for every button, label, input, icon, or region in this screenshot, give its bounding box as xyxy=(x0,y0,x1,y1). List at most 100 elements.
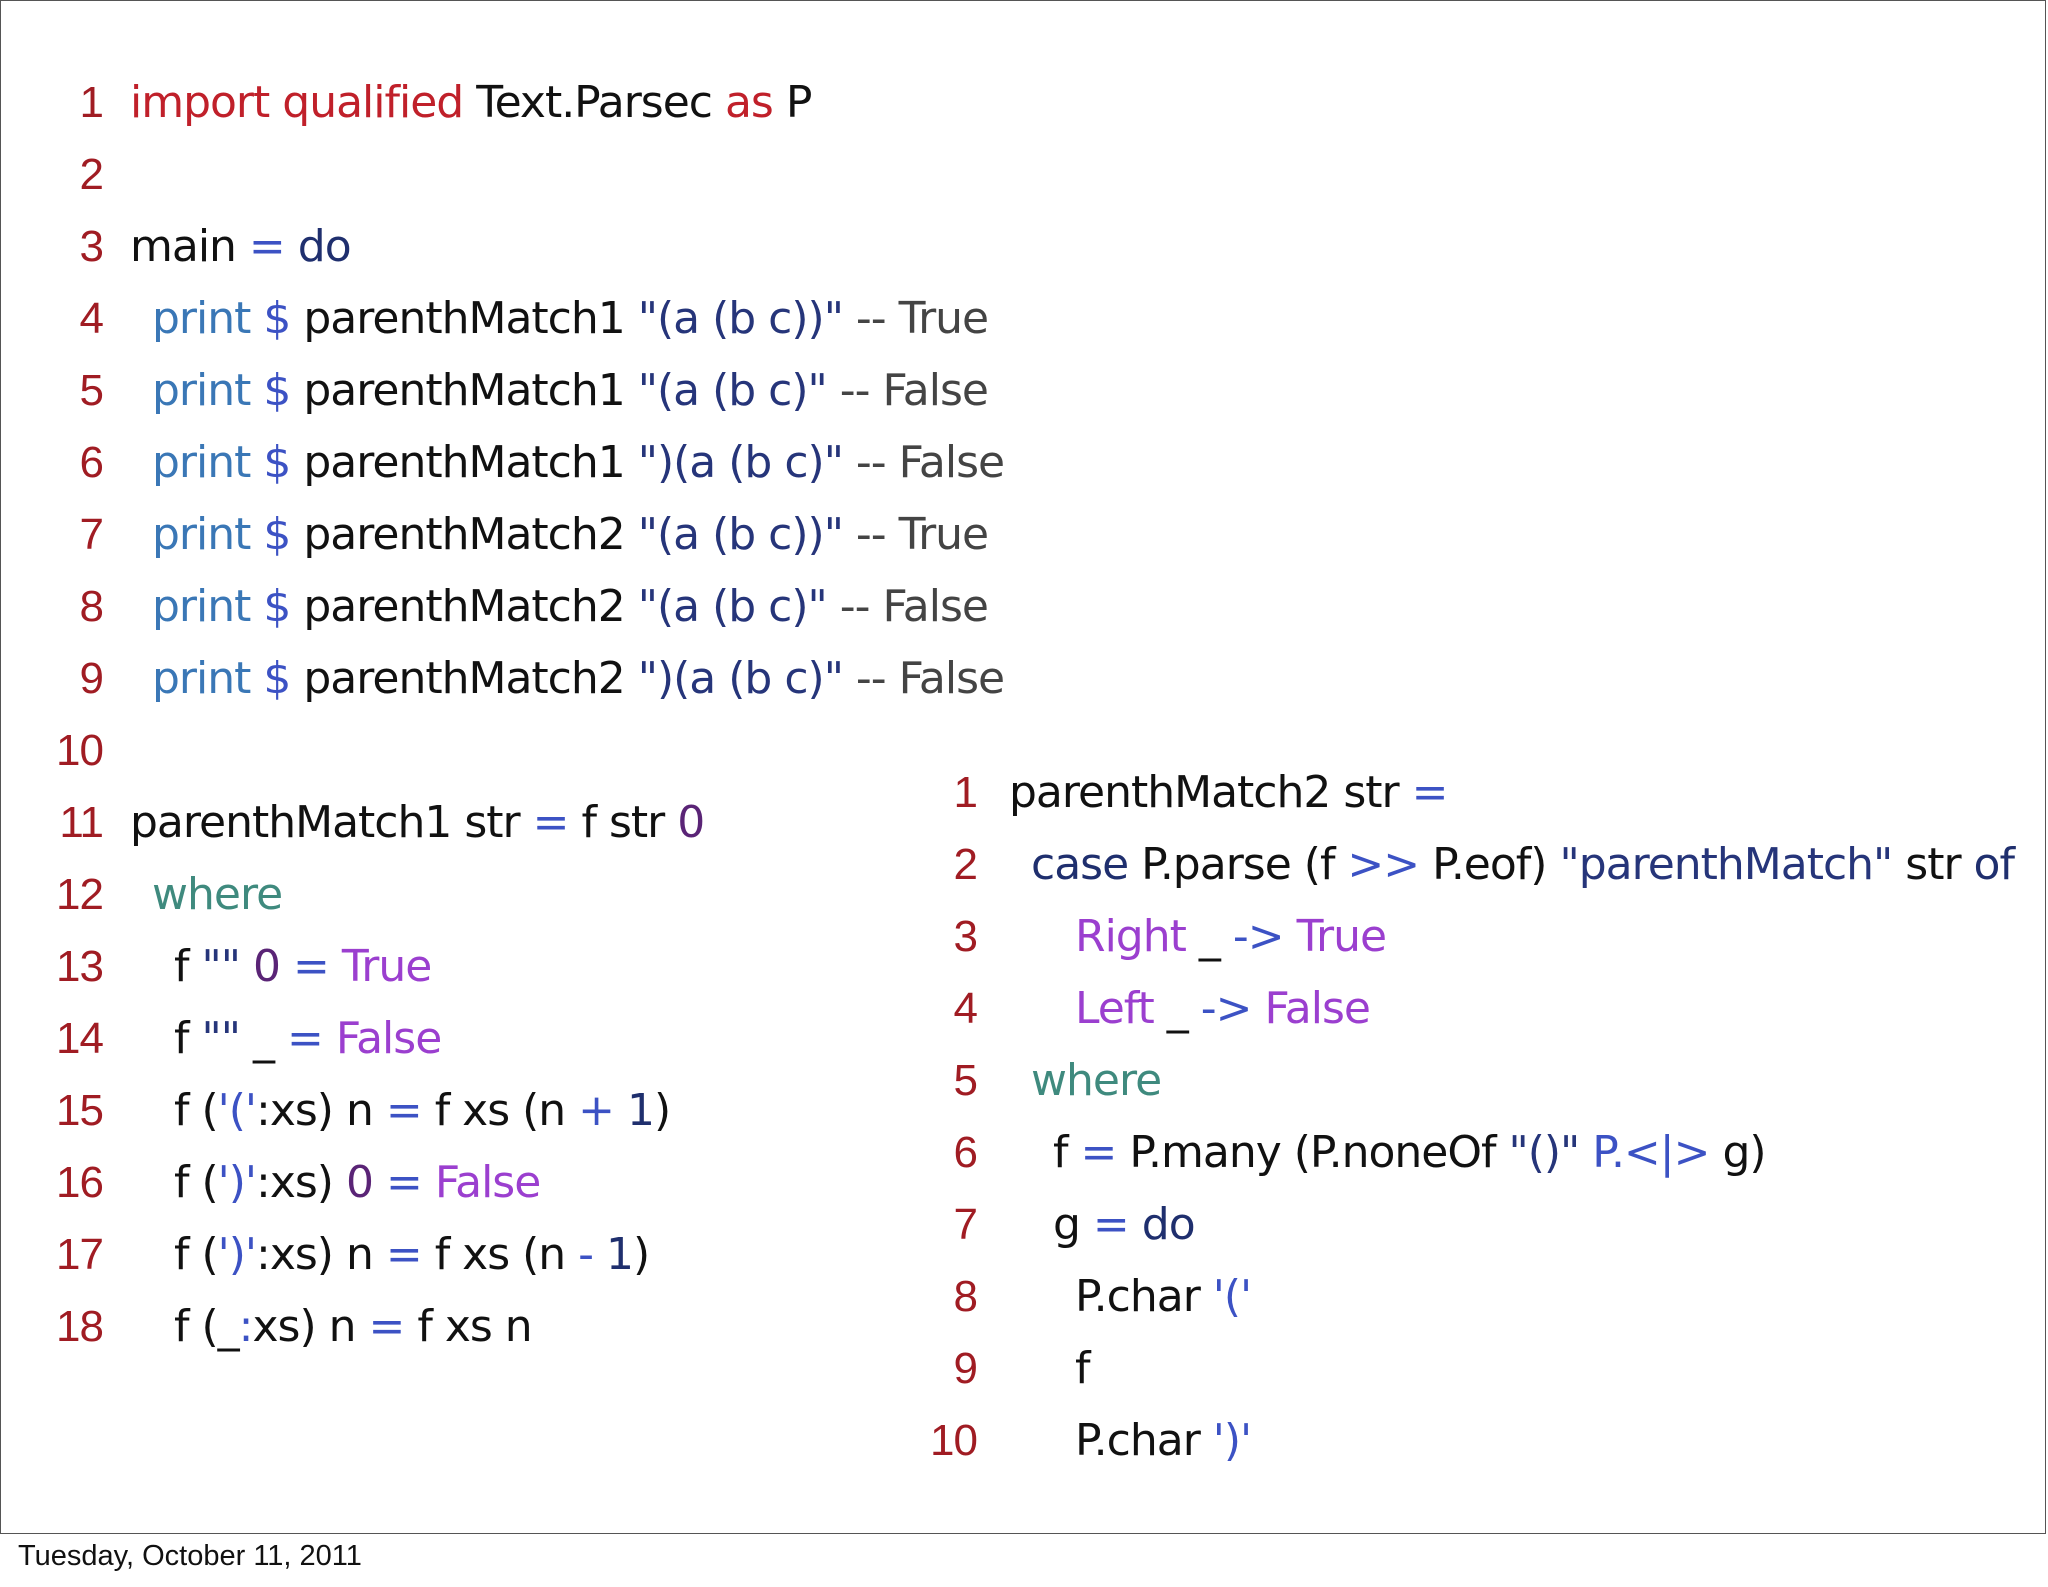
code-token: "(a (b c))" xyxy=(637,509,844,560)
code-token: - xyxy=(578,1229,594,1280)
code-token: parenthMatch1 str xyxy=(130,797,533,848)
code-token xyxy=(1579,1127,1592,1178)
code-token: True xyxy=(341,941,432,992)
line-number: 12 xyxy=(56,870,104,919)
code-token: 0 xyxy=(677,797,705,848)
code-text: where xyxy=(152,865,283,925)
code-token: P.many (P.noneOf xyxy=(1116,1127,1509,1178)
code-text: print $ parenthMatch1 "(a (b c)" -- Fals… xyxy=(152,361,989,421)
line-number: 2 xyxy=(953,840,978,889)
code-token: f xyxy=(174,1013,202,1064)
code-token xyxy=(422,1157,435,1208)
code-token: g xyxy=(1053,1199,1093,1250)
code-token: f xs n xyxy=(404,1301,532,1352)
code-token: print xyxy=(152,509,251,560)
code-token: f ( xyxy=(174,1157,219,1208)
line-number: 5 xyxy=(953,1056,978,1105)
code-token: : xyxy=(238,1301,254,1352)
code-token: False xyxy=(335,1013,442,1064)
code-token: "(a (b c)" xyxy=(637,581,828,632)
code-token: main xyxy=(130,221,249,272)
code-token: print xyxy=(152,653,251,704)
line-number: 14 xyxy=(56,1014,104,1063)
code-token: Right xyxy=(1075,911,1187,962)
code-token: f xs (n xyxy=(421,1229,579,1280)
code-token: parenthMatch2 xyxy=(290,581,638,632)
code-token: do xyxy=(1141,1199,1196,1250)
code-token: $ xyxy=(263,437,291,488)
code-token xyxy=(250,509,263,560)
code-token xyxy=(373,1157,386,1208)
code-token: :xs) xyxy=(256,1157,346,1208)
code-text: g = do xyxy=(1053,1195,1196,1255)
code-token xyxy=(250,653,263,704)
code-text: print $ parenthMatch1 "(a (b c))" -- Tru… xyxy=(152,289,989,349)
code-token: '(' xyxy=(217,1085,257,1136)
code-token: parenthMatch1 xyxy=(290,293,638,344)
line-number: 3 xyxy=(79,222,104,271)
code-token: = xyxy=(1411,767,1449,818)
code-token: -- True xyxy=(842,509,989,560)
code-token: print xyxy=(152,581,251,632)
code-text: print $ parenthMatch2 "(a (b c)" -- Fals… xyxy=(152,577,989,637)
code-token: -- False xyxy=(842,653,1005,704)
code-token: $ xyxy=(263,653,291,704)
line-number: 9 xyxy=(79,654,104,703)
code-text: main = do xyxy=(130,217,352,277)
code-token: where xyxy=(152,869,283,920)
code-token: Text.Parsec xyxy=(463,77,725,128)
code-token: 0 xyxy=(345,1157,374,1208)
code-token: = xyxy=(368,1301,405,1352)
code-token xyxy=(250,581,263,632)
code-token: = xyxy=(1092,1199,1130,1250)
code-token: of xyxy=(1973,839,2015,890)
line-number: 3 xyxy=(953,912,978,961)
code-token: parenthMatch1 xyxy=(290,365,638,416)
line-number: 17 xyxy=(56,1230,104,1279)
code-token: "(a (b c))" xyxy=(637,293,844,344)
code-token: $ xyxy=(263,581,291,632)
line-number: 6 xyxy=(953,1128,978,1177)
line-number: 7 xyxy=(79,510,104,559)
code-token: ')' xyxy=(217,1157,257,1208)
code-token: = xyxy=(1080,1127,1117,1178)
code-token: f ( xyxy=(174,1085,219,1136)
line-number: 2 xyxy=(79,150,104,199)
code-token: 1 xyxy=(627,1085,655,1136)
code-token: ) xyxy=(633,1229,650,1280)
line-number: 10 xyxy=(56,726,104,775)
line-number: 10 xyxy=(930,1416,978,1465)
code-token: ')' xyxy=(1212,1415,1252,1466)
code-token xyxy=(614,1085,627,1136)
code-token: parenthMatch2 xyxy=(290,653,638,704)
line-number: 9 xyxy=(953,1344,978,1393)
line-number: 4 xyxy=(79,294,104,343)
code-token: -- False xyxy=(826,365,989,416)
code-token: :xs) n xyxy=(256,1229,386,1280)
code-text: print $ parenthMatch2 "(a (b c))" -- Tru… xyxy=(152,505,989,565)
code-text: f "" _ = False xyxy=(174,1009,442,1069)
code-token: P.eof) xyxy=(1419,839,1560,890)
code-token: print xyxy=(152,365,251,416)
code-text: Left _ -> False xyxy=(1075,979,1371,1039)
code-token: True xyxy=(1296,911,1387,962)
code-token: parenthMatch1 xyxy=(290,437,638,488)
line-number: 4 xyxy=(953,984,978,1033)
code-token: -- False xyxy=(842,437,1005,488)
line-number: 8 xyxy=(953,1272,978,1321)
code-text: case P.parse (f >> P.eof) "parenthMatch"… xyxy=(1031,835,2015,895)
line-number: 7 xyxy=(953,1200,978,1249)
code-token: case xyxy=(1031,839,1129,890)
code-token: parenthMatch2 str xyxy=(1009,767,1412,818)
code-token: P.parse (f xyxy=(1128,839,1348,890)
code-token: Left xyxy=(1075,983,1155,1034)
code-token: print xyxy=(152,293,251,344)
code-token: -> xyxy=(1200,983,1253,1034)
code-token: parenthMatch2 xyxy=(290,509,638,560)
code-token: str xyxy=(1892,839,1974,890)
code-token: do xyxy=(297,221,352,272)
code-token: ")(a (b c)" xyxy=(637,653,844,704)
code-token: f xyxy=(1053,1127,1081,1178)
code-token: P.<|> xyxy=(1592,1127,1710,1178)
